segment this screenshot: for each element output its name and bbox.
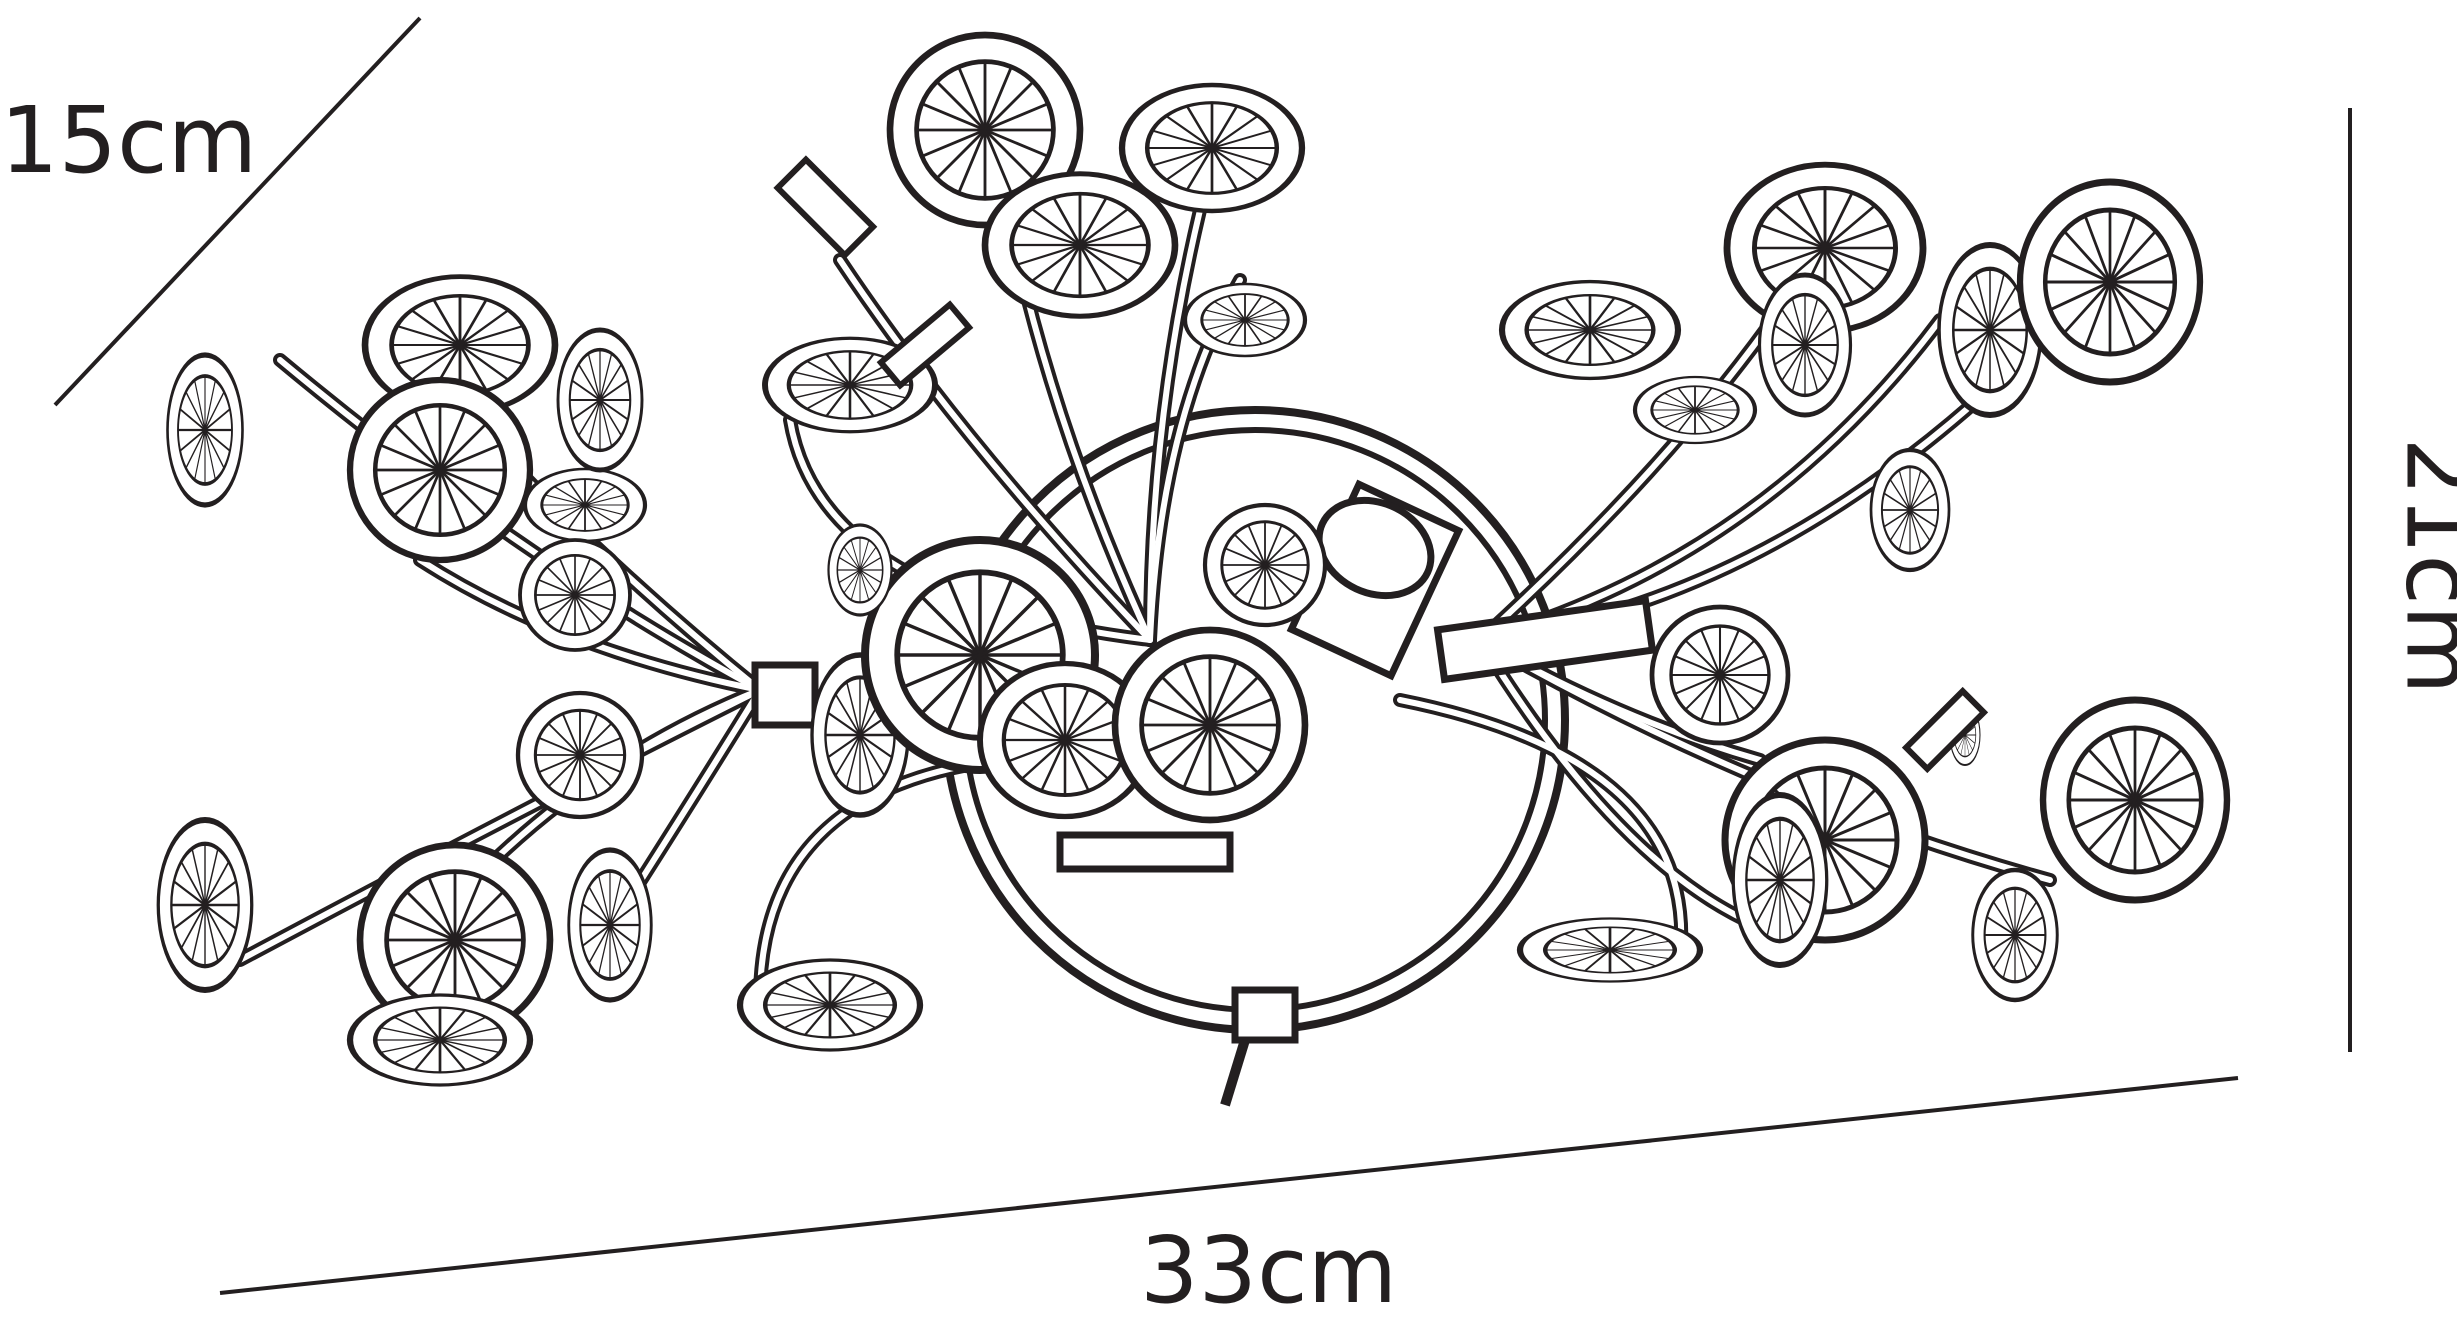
arm-hubs — [751, 479, 1657, 1107]
mounting-brackets — [773, 155, 1989, 774]
depth-dimension-label: 15cm — [0, 87, 258, 194]
height-dimension-label: 21cm — [2385, 437, 2457, 695]
width-dimension-label: 33cm — [1140, 1217, 1398, 1324]
crystal-shades — [158, 35, 2227, 1085]
depth-dimension-line — [53, 16, 422, 407]
width-dimension-line — [219, 1076, 2239, 1295]
